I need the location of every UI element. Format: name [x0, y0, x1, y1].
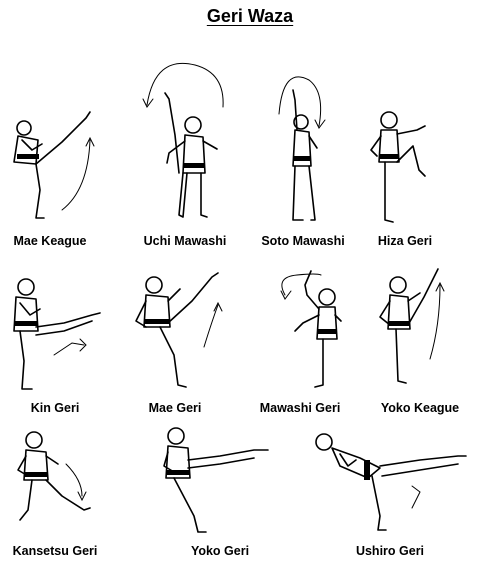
kick-label: Mawashi Geri: [259, 401, 341, 415]
kick-label: Kin Geri: [30, 401, 80, 415]
kick-label: Yoko Keague: [380, 401, 460, 415]
kick-cell-hiza-geri: Hiza Geri: [355, 100, 455, 250]
mae-keague-illustration: [13, 111, 95, 219]
kick-cell-soto-mawashi: Soto Mawashi: [253, 70, 353, 250]
kick-cell-yoko-keague: Yoko Keague: [360, 255, 480, 417]
kin-geri-illustration: [13, 278, 101, 390]
kick-cell-kansetsu-geri: Kansetsu Geri: [0, 420, 110, 560]
kick-label: Mae Keague: [13, 234, 87, 248]
kick-cell-mae-keague: Mae Keague: [0, 90, 100, 250]
uchi-mawashi-illustration: [142, 62, 224, 218]
ushiro-geri-illustration: [315, 433, 467, 531]
kick-label: Ushiro Geri: [355, 544, 425, 558]
mae-geri-illustration: [135, 272, 223, 388]
kick-cell-ushiro-geri: Ushiro Geri: [300, 420, 480, 560]
yoko-geri-illustration: [163, 427, 269, 533]
kick-label: Yoko Geri: [190, 544, 250, 558]
kick-label: Kansetsu Geri: [12, 544, 98, 558]
kick-cell-mawashi-geri: Mawashi Geri: [245, 265, 355, 417]
kansetsu-geri-illustration: [17, 431, 91, 521]
kick-label: Hiza Geri: [377, 234, 433, 248]
kick-label: Soto Mawashi: [261, 234, 345, 248]
kick-cell-yoko-geri: Yoko Geri: [150, 420, 290, 560]
diagram-title: Geri Waza: [206, 6, 294, 26]
kick-label: Uchi Mawashi: [143, 234, 227, 248]
soto-mawashi-illustration: [278, 76, 326, 221]
hiza-geri-illustration: [370, 111, 426, 223]
yoko-keague-illustration: [379, 268, 445, 384]
kick-cell-uchi-mawashi: Uchi Mawashi: [135, 55, 235, 250]
kick-label: Mae Geri: [148, 401, 202, 415]
mawashi-geri-illustration: [280, 270, 342, 388]
kick-cell-mae-geri: Mae Geri: [120, 265, 230, 417]
kick-cell-kin-geri: Kin Geri: [0, 265, 110, 417]
